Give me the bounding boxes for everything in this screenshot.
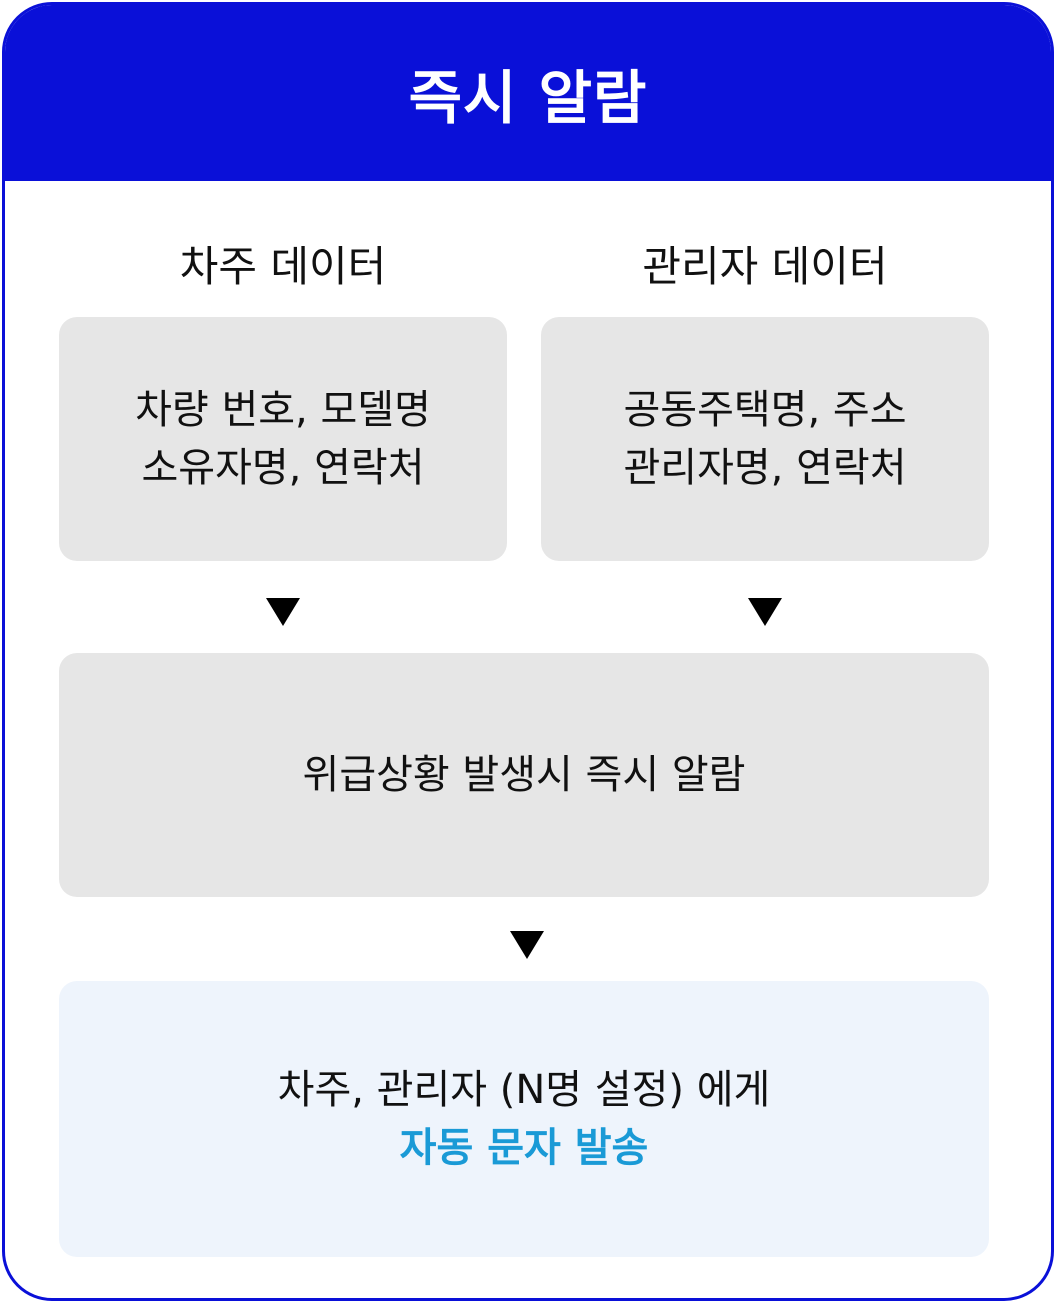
owner-data-line2: 소유자명, 연락처 xyxy=(141,445,425,491)
down-triangle-icon xyxy=(748,598,782,626)
manager-data-label: 관리자 데이터 xyxy=(642,242,888,291)
manager-data-line1: 공동주택명, 주소 xyxy=(623,387,907,433)
down-triangle-icon xyxy=(266,598,300,626)
owner-data-box: 차량 번호, 모델명 소유자명, 연락처 xyxy=(59,317,507,561)
sms-recipients-text: 차주, 관리자 (N명 설정) 에게 xyxy=(277,1067,771,1113)
sms-notification-box: 차주, 관리자 (N명 설정) 에게 자동 문자 발송 xyxy=(59,981,989,1257)
auto-sms-text: 자동 문자 발송 xyxy=(399,1125,649,1171)
emergency-alarm-text: 위급상황 발생시 즉시 알람 xyxy=(302,752,746,798)
header-bar: 즉시 알람 xyxy=(5,5,1051,181)
down-triangle-icon xyxy=(510,931,544,959)
header-title: 즉시 알람 xyxy=(408,64,648,132)
emergency-alarm-box: 위급상황 발생시 즉시 알람 xyxy=(59,653,989,897)
manager-data-line2: 관리자명, 연락처 xyxy=(623,445,907,491)
manager-data-box: 공동주택명, 주소 관리자명, 연락처 xyxy=(541,317,989,561)
owner-data-label: 차주 데이터 xyxy=(179,242,387,291)
owner-data-line1: 차량 번호, 모델명 xyxy=(135,387,431,433)
